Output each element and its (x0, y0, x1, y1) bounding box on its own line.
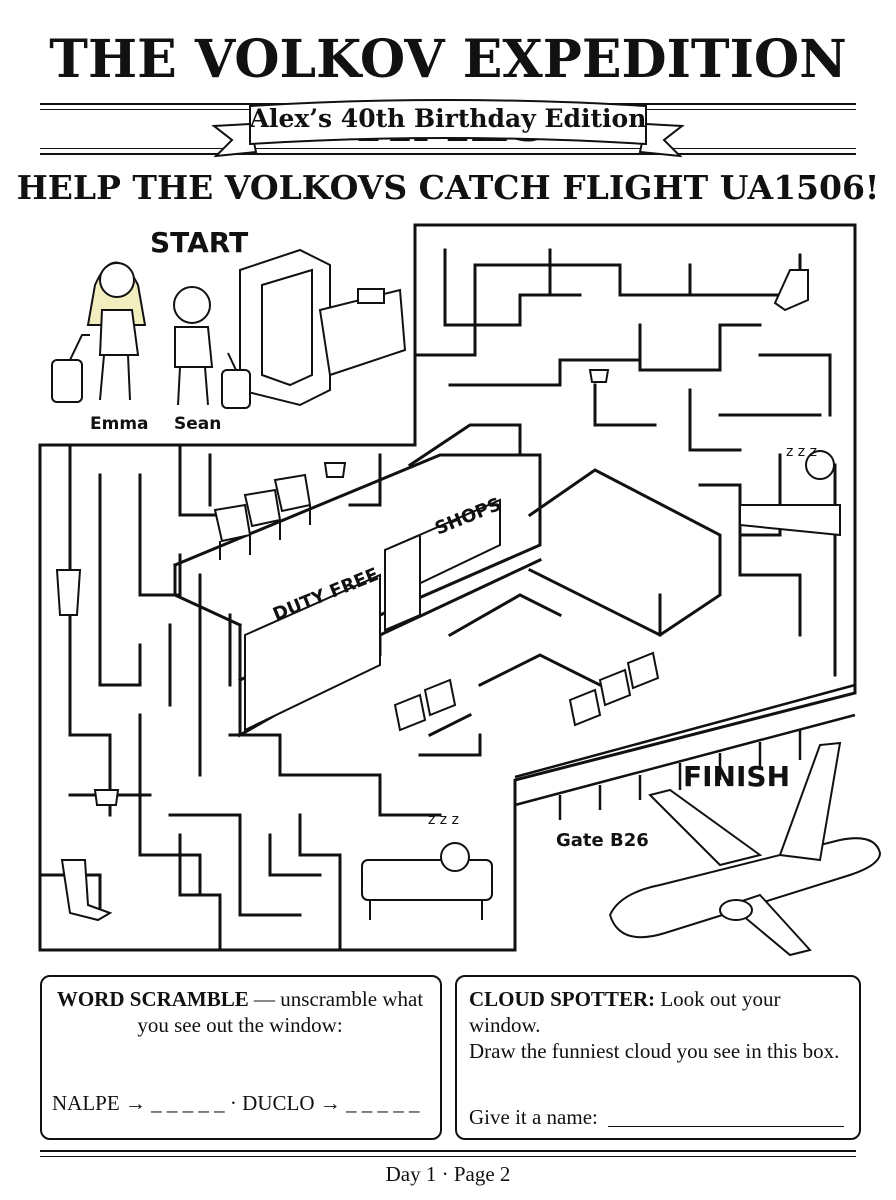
footer-rule-thin (40, 1156, 856, 1157)
cloud-spotter-box[interactable] (455, 975, 861, 1140)
cloud-spotter-instruction: CLOUD SPOTTER: Look out your window. Dra… (469, 986, 854, 1064)
masthead-rule-bottom (40, 153, 856, 155)
page-footer: Day 1 · Page 2 (385, 1162, 511, 1186)
sean-figure (173, 286, 251, 409)
emma-figure (51, 261, 147, 403)
maze-outer-wall (38, 223, 857, 952)
masthead-rule-bottom-thin (40, 148, 856, 149)
maze-start-label: START (150, 226, 249, 259)
sleep-marks-bench: z z z (428, 812, 459, 828)
cloud-spotter-instruction-line2: Draw the funniest cloud you see in this … (469, 1039, 840, 1063)
sleep-marks-couch: z z z (786, 444, 817, 460)
character-name-sean: Sean (174, 414, 222, 434)
airport-maze (38, 223, 882, 957)
cloud-spotter-instruction-line1: Look out your window. (469, 987, 781, 1037)
cloud-name-line[interactable] (608, 1126, 844, 1127)
airplane-icon (608, 741, 882, 957)
word-scramble-instruction-line1: — unscramble what (248, 987, 424, 1011)
maze-headline: HELP THE VOLKOVS CATCH FLIGHT UA1506! (16, 168, 880, 207)
word-scramble-puzzle[interactable]: NALPE → _ _ _ _ _ · DUCLO → _ _ _ _ _ (52, 1091, 420, 1115)
footer-rule-top (40, 1150, 856, 1152)
cloud-name-prompt: Give it a name: (469, 1105, 598, 1129)
character-name-emma: Emma (90, 414, 149, 434)
word-scramble-instruction-line2: you see out the window: (137, 1013, 343, 1037)
word-scramble-instruction: WORD SCRAMBLE — unscramble what you see … (40, 986, 440, 1038)
cloud-spotter-title: CLOUD SPOTTER: (469, 987, 656, 1011)
word-scramble-box (40, 975, 442, 1140)
gate-label: Gate B26 (556, 830, 649, 851)
word-scramble-title: WORD SCRAMBLE (56, 987, 249, 1011)
maze-finish-label: FINISH (683, 760, 790, 793)
edition-label: Alex’s 40th Birthday Edition (249, 104, 647, 133)
edition-ribbon (211, 99, 685, 158)
